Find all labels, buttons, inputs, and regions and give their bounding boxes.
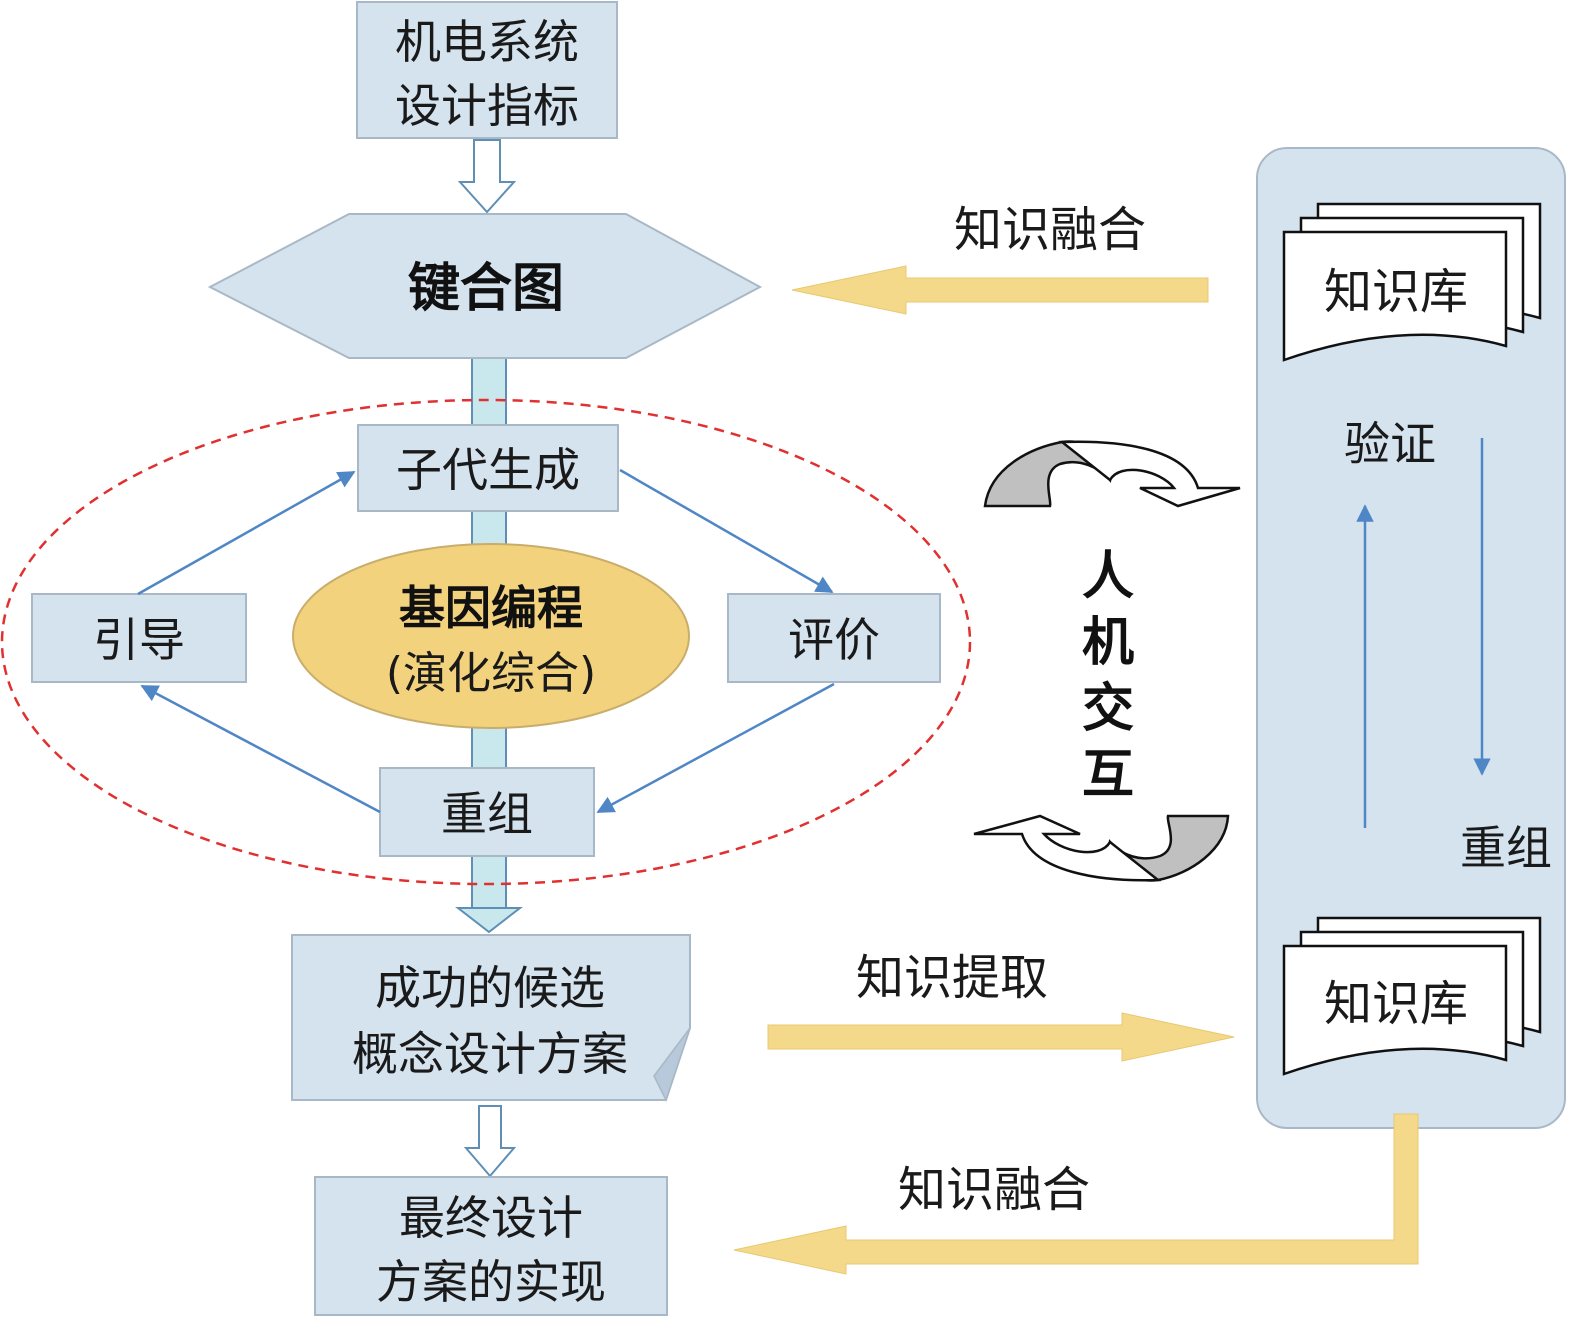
extraction-arrow [767, 1012, 1235, 1062]
kb-bottom-stack [1282, 916, 1542, 1076]
candidate-line2: 概念设计方案 [352, 1027, 628, 1081]
kb-top-label: 知识库 [1324, 264, 1468, 320]
candidate-fold [653, 1027, 691, 1102]
fusion-bottom-arrow [733, 1113, 1419, 1275]
extraction-label: 知识提取 [856, 950, 1048, 1006]
offspring-box [357, 424, 619, 512]
guide-box [31, 593, 247, 683]
fusion-bottom-label: 知识融合 [898, 1162, 1090, 1218]
arrow-evaluate-to-recombine [596, 682, 835, 814]
recombine-label: 重组 [441, 787, 533, 841]
arrow-offspring-to-evaluate [619, 468, 834, 594]
hci-char-3: 交 [1082, 679, 1134, 739]
hci-char-4: 互 [1082, 745, 1134, 805]
candidate-line1: 成功的候选 [375, 961, 605, 1015]
recombine-right-label: 重组 [1460, 821, 1552, 875]
fusion-top-label: 知识融合 [954, 202, 1146, 258]
hci-curved-arrow-bottom [973, 814, 1230, 882]
evolution-loop-ellipse [0, 398, 972, 886]
evaluate-label: 评价 [788, 613, 880, 667]
guide-label: 引导 [93, 613, 185, 667]
gp-sublabel: (演化综合) [386, 648, 596, 699]
design-spec-line1: 机电系统 [395, 15, 579, 69]
recombine-box [379, 767, 595, 857]
final-line2: 方案的实现 [376, 1255, 606, 1309]
arrow-recombine-to-guide [140, 684, 381, 814]
shaft-arrowhead [455, 907, 523, 934]
hci-char-1: 人 [1082, 547, 1134, 607]
offspring-label: 子代生成 [396, 443, 580, 497]
hollow-arrow-candidate-to-final [463, 1105, 517, 1178]
bond-graph-hexagon [207, 213, 763, 359]
evaluate-box [727, 593, 941, 683]
fusion-top-arrow [791, 265, 1209, 315]
hollow-arrow-spec-to-bond [457, 139, 517, 214]
gp-ellipse [292, 543, 690, 729]
arrow-guide-to-offspring [137, 470, 356, 596]
design-spec-box [356, 1, 618, 139]
verify-label: 验证 [1344, 417, 1436, 471]
hci-curved-arrow-top [983, 440, 1241, 508]
gp-label: 基因编程 [399, 581, 583, 635]
kb-top-stack [1282, 202, 1542, 362]
final-line1: 最终设计 [399, 1191, 583, 1245]
hci-char-2: 机 [1082, 613, 1134, 673]
final-box [314, 1176, 668, 1316]
bond-graph-label: 键合图 [408, 259, 564, 319]
kb-bottom-label: 知识库 [1324, 976, 1468, 1032]
design-spec-line2: 设计指标 [395, 79, 579, 133]
